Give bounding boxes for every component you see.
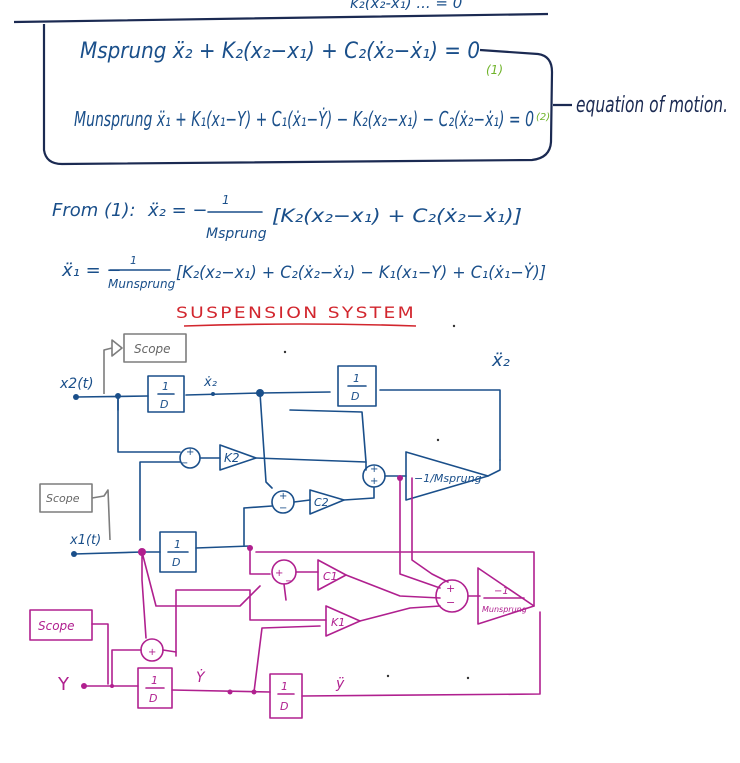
scope-y: [29, 609, 93, 641]
gain-k1-label: K1: [331, 616, 345, 629]
sum-k2-plus: +: [186, 447, 194, 458]
x2dd-lhs: ẍ₂ = −: [147, 200, 207, 221]
integrator-x2-den: D: [160, 398, 168, 411]
gain-c1-label: C1: [323, 570, 338, 583]
sum-sprung-plus-2: +: [370, 476, 378, 487]
gain-k1: [325, 605, 361, 637]
x1dd-frac-den: Munsprung: [108, 277, 176, 291]
gain-munsprung-den: Munsprung: [482, 605, 527, 614]
stray-dot-2: [283, 350, 287, 354]
gain-munsprung: [477, 567, 535, 625]
integrator-x2dot: [337, 365, 377, 407]
signal-x2dot: ẋ₂: [203, 375, 217, 390]
stray-dot-5: [466, 676, 470, 680]
sum-c1-plus: +: [275, 568, 283, 579]
wire-yddot: [301, 611, 541, 697]
gain-munsprung-num: −1: [494, 586, 509, 597]
sum-c2-minus: −: [279, 503, 287, 514]
x2dd-frac-den: Msprung: [206, 226, 267, 242]
sum-sprung-plus-1: +: [370, 464, 378, 475]
sum-unsprung-minus: −: [446, 596, 455, 609]
signal-ydot: Ẏ: [196, 668, 206, 686]
equation-1: Msprung ẍ₂ + K₂(x₂−x₁) + C₂(ẋ₂−ẋ₁) = 0: [80, 39, 480, 64]
integrator-y-den: D: [149, 692, 157, 705]
integrator-x1-den: D: [172, 556, 180, 569]
scope-y-label: Scope: [38, 619, 75, 633]
integrator-ydot-num: 1: [281, 680, 288, 693]
signal-x2ddot: ẍ₂: [491, 350, 510, 371]
signal-y: Y: [57, 674, 70, 695]
gain-k2: [219, 444, 257, 471]
wire-k1-out: [359, 605, 441, 622]
integrator-ydot-den: D: [280, 700, 288, 713]
signal-x1: x1(t): [69, 533, 101, 548]
integrator-x2-num: 1: [162, 380, 169, 393]
wire-c2-out: [343, 487, 375, 501]
scope-x1-wire: [91, 489, 111, 541]
scope-y-wire: [91, 623, 109, 685]
integrator-y-num: 1: [151, 674, 158, 687]
gain-c2: [309, 489, 345, 515]
signal-x2: x2(t): [59, 376, 94, 392]
integrator-x2dot-den: D: [351, 390, 359, 403]
gain-k2-label: K2: [224, 451, 240, 465]
partial-top-equation: k₂(x₂-x₁) ... = 0: [350, 0, 462, 12]
title-underline: [183, 323, 417, 327]
wire-sum-y: [111, 649, 177, 687]
integrator-x1-num: 1: [174, 538, 181, 551]
sum-k2-minus: −: [180, 458, 188, 469]
wire-ydot-feedback: [253, 625, 321, 693]
sum-y-plus: +: [148, 647, 156, 658]
x1dd-frac-num: 1: [130, 254, 137, 267]
scope-x2: [123, 333, 187, 363]
equation-note: equation of motion.: [576, 93, 728, 118]
scope-x2-label: Scope: [134, 342, 171, 356]
x2dd-frac-num: 1: [222, 193, 230, 207]
wire-munsprung-out: [255, 551, 535, 607]
stray-dot-3: [436, 438, 440, 442]
integrator-x2: [147, 375, 185, 413]
from-label: From (1):: [52, 200, 136, 221]
stray-dot-4: [386, 674, 390, 678]
gain-msprung-label: −1/Msprung: [414, 472, 482, 485]
integrator-y: [137, 667, 173, 709]
scope-x2-wire: [103, 339, 123, 394]
integrator-x2dot-num: 1: [353, 372, 360, 385]
equation-1-tag: (1): [486, 63, 503, 77]
scope-x1-label: Scope: [46, 492, 80, 505]
sum-unsprung-plus: +: [446, 582, 455, 595]
integrator-x1: [159, 531, 197, 573]
equation-2: Munsprung ẍ₁ + K₁(x₁−Y) + C₁(ẋ₁−Ẏ) − K₂(…: [74, 107, 534, 131]
x2dd-rhs: [K₂(x₂−x₁) + C₂(ẋ₂−ẋ₁)]: [272, 205, 522, 227]
sum-c2-plus: +: [279, 491, 287, 502]
x1dd-rhs: [K₂(x₂−x₁) + C₂(ẋ₂−ẋ₁) − K₁(x₁−Y) + C₁(ẋ…: [176, 262, 546, 283]
wire-msprung-out: [487, 459, 501, 477]
equation-box: [13, 12, 554, 166]
wire-k1-in: [175, 589, 327, 657]
equation-2-tag: (2): [536, 112, 550, 123]
node-x2dot-small: [211, 392, 215, 396]
stray-dot-1: [452, 324, 456, 328]
x1dd-lhs: ẍ₁ = −: [61, 260, 121, 281]
wire-top-main: [75, 389, 501, 461]
diagram-title: SUSPENSION SYSTEM: [176, 303, 416, 322]
gain-c2-label: C2: [314, 496, 329, 509]
wire-feedback-blue: [117, 392, 367, 546]
wire-sprung-to-unsprung: [399, 477, 449, 589]
wire-c1-out: [345, 574, 441, 599]
wire-sum-c1: [283, 571, 319, 601]
gain-c1: [317, 559, 347, 591]
node-sprung-tap: [397, 475, 403, 481]
signal-yddot: ÿ: [335, 676, 345, 692]
gain-msprung: [405, 451, 489, 501]
equation-note-line: equation of motion.: [576, 93, 728, 118]
node-ydot: [227, 689, 233, 695]
sum-c1-minus: −: [285, 576, 293, 587]
wire-sum-c2: [243, 499, 311, 509]
wire-k2-out: [255, 457, 367, 471]
